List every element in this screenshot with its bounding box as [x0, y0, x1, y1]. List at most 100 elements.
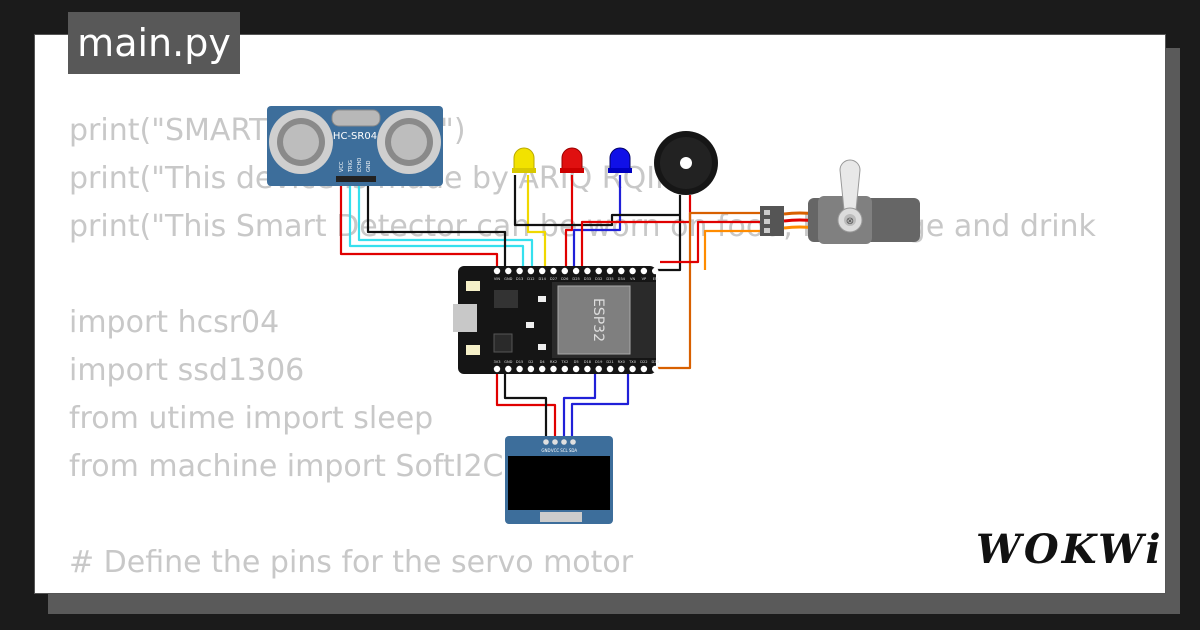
esp32-pin-label: D26: [561, 277, 569, 281]
esp32-pin-label: D14: [539, 277, 547, 281]
esp32-pin-label: 3V3: [493, 360, 500, 364]
esp32-pin[interactable]: [527, 267, 535, 275]
esp32-pin[interactable]: [539, 365, 546, 373]
esp32-pin-label: D21: [606, 360, 613, 364]
esp32-pin[interactable]: [572, 267, 580, 275]
wire-buzzer-sig: [580, 195, 692, 270]
oled-pin[interactable]: [570, 439, 576, 445]
esp32-pin[interactable]: [629, 365, 636, 373]
esp32-pin-label: D27: [550, 277, 557, 281]
wire-led-blue: [572, 175, 622, 270]
led-yellow: [512, 147, 536, 173]
esp32-pin-label: D2: [528, 360, 533, 364]
esp32-pin-label: D19: [595, 360, 603, 364]
esp32-pin[interactable]: [652, 365, 659, 373]
wire-led-yellow: [526, 175, 547, 270]
esp32-pin[interactable]: [595, 365, 602, 373]
esp32-pin-label: D34: [618, 277, 626, 281]
esp32-pin-label: RX2: [550, 360, 557, 364]
esp32-pin-label: TX2: [560, 360, 568, 364]
esp32-pin[interactable]: [505, 365, 512, 373]
esp32-pin[interactable]: [595, 267, 602, 275]
wire-oled-vcc: [495, 368, 557, 440]
esp32-pin-label: D12: [527, 277, 534, 281]
esp32-pin[interactable]: [539, 267, 546, 275]
esp32-pin[interactable]: [618, 365, 625, 373]
oled-pin[interactable]: [561, 439, 567, 445]
wire-oled-scl: [562, 368, 597, 440]
code-line: import ssd1306: [69, 353, 305, 388]
oled-pin-label: VCC: [551, 448, 560, 453]
esp32-pin-label: D18: [584, 360, 592, 364]
esp32-pin-label: D23: [652, 360, 659, 364]
wire-ultra-vcc: [339, 180, 499, 270]
esp32-pin-label: VP: [642, 277, 647, 281]
esp32-label: ESP32: [590, 298, 606, 342]
esp32-pin[interactable]: [561, 365, 568, 373]
esp32-pin[interactable]: [550, 365, 557, 373]
esp32-pin[interactable]: [516, 267, 523, 275]
esp32-pin[interactable]: [618, 267, 625, 275]
wire-oled-sda: [570, 368, 630, 440]
oled-pin[interactable]: [552, 439, 558, 445]
ultra-pin-gnd: GND: [366, 160, 372, 172]
esp32-pin-label: D5: [574, 360, 579, 364]
esp32-pin[interactable]: [516, 365, 523, 373]
esp32-pin[interactable]: [606, 365, 614, 373]
code-line: from utime import sleep: [69, 401, 434, 436]
wire-ultra-trig: [348, 180, 525, 270]
led-blue: [608, 147, 632, 173]
wire-ultra-gnd: [366, 180, 507, 270]
ultra-pin-trig: TRIG: [348, 160, 354, 173]
esp32-pin-label: D15: [516, 360, 523, 364]
esp32-pin-label: D32: [595, 277, 602, 281]
esp32-pin[interactable]: [652, 267, 659, 275]
svg-text:⊗: ⊗: [846, 216, 854, 227]
wire-servo-red: [660, 220, 760, 264]
esp32-pin[interactable]: [550, 267, 557, 275]
esp32-pin-label: RX0: [618, 360, 626, 364]
code-line: import hcsr04: [69, 305, 280, 340]
wire-servo-brown: [650, 211, 760, 370]
servo-motor: ⊗: [760, 159, 920, 244]
oled-pin-label: GND: [541, 448, 550, 453]
esp32-pin[interactable]: [493, 365, 501, 373]
esp32-pin[interactable]: [527, 365, 535, 373]
esp32-pin-label: VIN: [494, 277, 501, 281]
esp32-pin[interactable]: [629, 267, 636, 275]
esp32-pin-label: D35: [606, 277, 613, 281]
oled-pin-label: SCL: [560, 448, 568, 453]
wokwi-logo: WOKWi: [976, 526, 1164, 573]
wire-servo-orange: [703, 229, 760, 270]
esp32-pin-label: EN: [653, 277, 658, 281]
esp32-pin-label: TX0: [628, 360, 637, 364]
oled-pin-label: SDA: [569, 448, 578, 453]
ultra-pin-vcc: VCC: [339, 161, 345, 172]
esp32-pin[interactable]: [584, 365, 591, 373]
esp32-pin[interactable]: [584, 267, 591, 275]
ultrasonic-sensor: HC-SR04 VCC TRIG ECHO GND: [267, 106, 443, 186]
ultra-pin-echo: ECHO: [357, 158, 363, 172]
esp32-pin-label: D4: [540, 360, 546, 364]
esp32-pin[interactable]: [493, 267, 501, 275]
esp32-pin-label: GND: [504, 360, 512, 364]
ultrasonic-label: HC-SR04: [333, 131, 377, 142]
esp32-pin[interactable]: [561, 267, 568, 275]
esp32-pin-label: VN: [630, 277, 635, 281]
esp32-pin-label: D13: [516, 277, 523, 281]
esp32-pin[interactable]: [640, 267, 648, 275]
esp32-pin[interactable]: [606, 267, 614, 275]
wire-oled-gnd: [503, 368, 548, 440]
code-line: print("This Smart Detector can be worn o…: [69, 209, 1096, 244]
esp32-pin[interactable]: [505, 267, 512, 275]
esp32-pin-label: D33: [584, 277, 591, 281]
esp32-pin[interactable]: [640, 365, 648, 373]
esp32-pin-label: D25: [572, 277, 579, 281]
file-tab[interactable]: main.py: [68, 12, 240, 74]
oled-pin[interactable]: [543, 439, 549, 445]
esp32-pin[interactable]: [572, 365, 580, 373]
wire-ultra-echo: [357, 180, 534, 270]
